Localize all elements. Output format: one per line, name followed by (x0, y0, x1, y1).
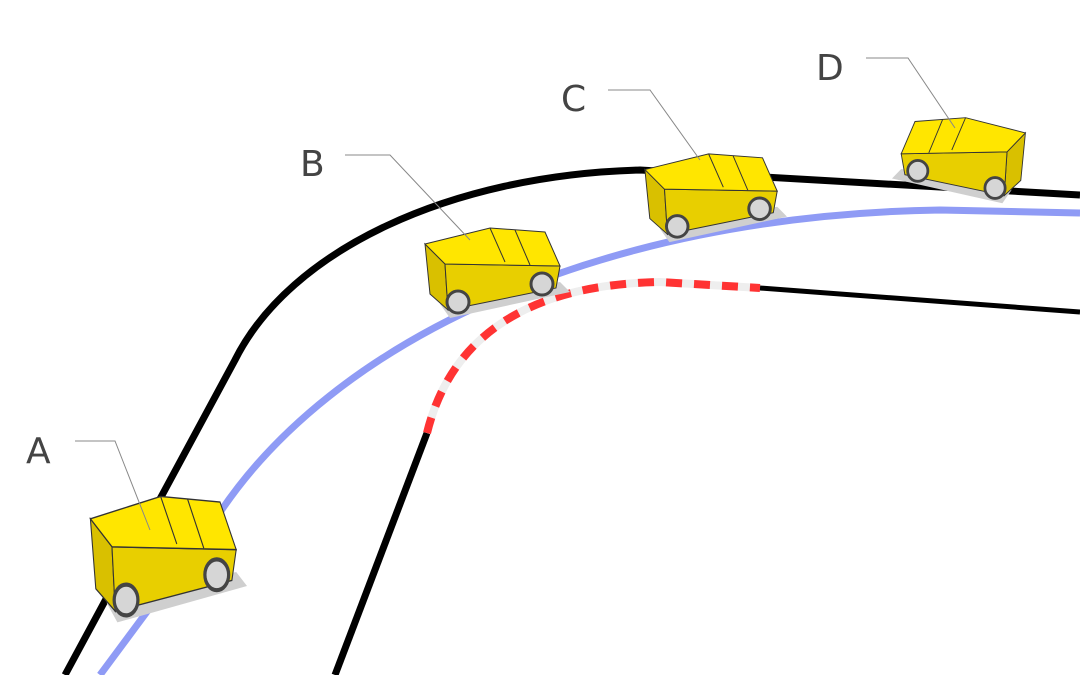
label-b: B (300, 144, 325, 185)
label-d: D (816, 48, 844, 89)
leader-line-d (866, 57, 956, 129)
racing-line (97, 206, 1080, 675)
leader-line-a (75, 440, 151, 531)
leader-line-b (345, 154, 471, 241)
label-a: A (26, 431, 51, 472)
car-icon (90, 496, 247, 622)
car-icon (890, 116, 1027, 205)
car-icon (643, 152, 789, 244)
leader-line-c (608, 89, 701, 161)
inner-track-edge-upper (759, 285, 1080, 315)
outer-track-edge (61, 166, 1080, 675)
inner-track-edge-lower (331, 431, 431, 675)
curb-stripes (423, 277, 761, 434)
car-icon (423, 226, 572, 320)
label-c: C (561, 79, 586, 120)
